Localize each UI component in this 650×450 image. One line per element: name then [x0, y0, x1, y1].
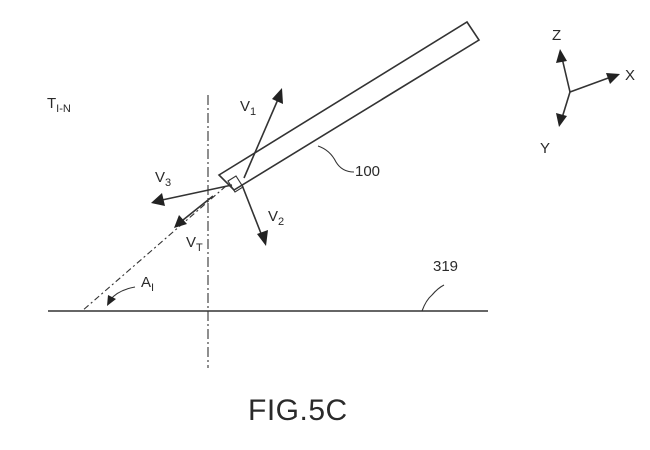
axis-x-arrowhead — [606, 73, 620, 84]
axis-y-arrowhead — [556, 113, 567, 127]
label-tin: TI-N — [47, 95, 71, 115]
v2-vector-line — [241, 184, 263, 237]
v2-arrowhead — [257, 230, 268, 246]
v1-arrowhead — [272, 88, 283, 104]
v1-vector-line — [243, 96, 280, 179]
ref-319: 319 — [433, 258, 458, 275]
label-v3: V3 — [155, 169, 171, 189]
v3-arrowhead — [151, 193, 165, 206]
angle-ai-arrowhead — [107, 295, 116, 306]
label-ai: AI — [141, 274, 154, 294]
axis-y-line — [561, 91, 571, 119]
trajectory-line — [81, 185, 227, 312]
leader-100 — [317, 145, 355, 173]
axis-x-label: X — [625, 67, 635, 84]
ref-100: 100 — [355, 163, 380, 180]
vt-arrowhead — [174, 215, 187, 228]
label-v1: V1 — [240, 98, 256, 118]
figure-caption: FIG.5C — [248, 394, 348, 427]
label-vt: VT — [186, 234, 203, 254]
label-v2: V2 — [268, 208, 284, 228]
axis-y-label: Y — [540, 140, 550, 157]
v3-vector-line — [161, 184, 233, 201]
axis-z-arrowhead — [556, 49, 567, 63]
instrument-body-100 — [217, 20, 481, 192]
axis-z-line — [561, 57, 571, 93]
axis-z-label: Z — [552, 27, 561, 44]
axis-x-line — [569, 76, 612, 93]
leader-319 — [421, 284, 445, 312]
vt-vector-line — [182, 195, 214, 221]
